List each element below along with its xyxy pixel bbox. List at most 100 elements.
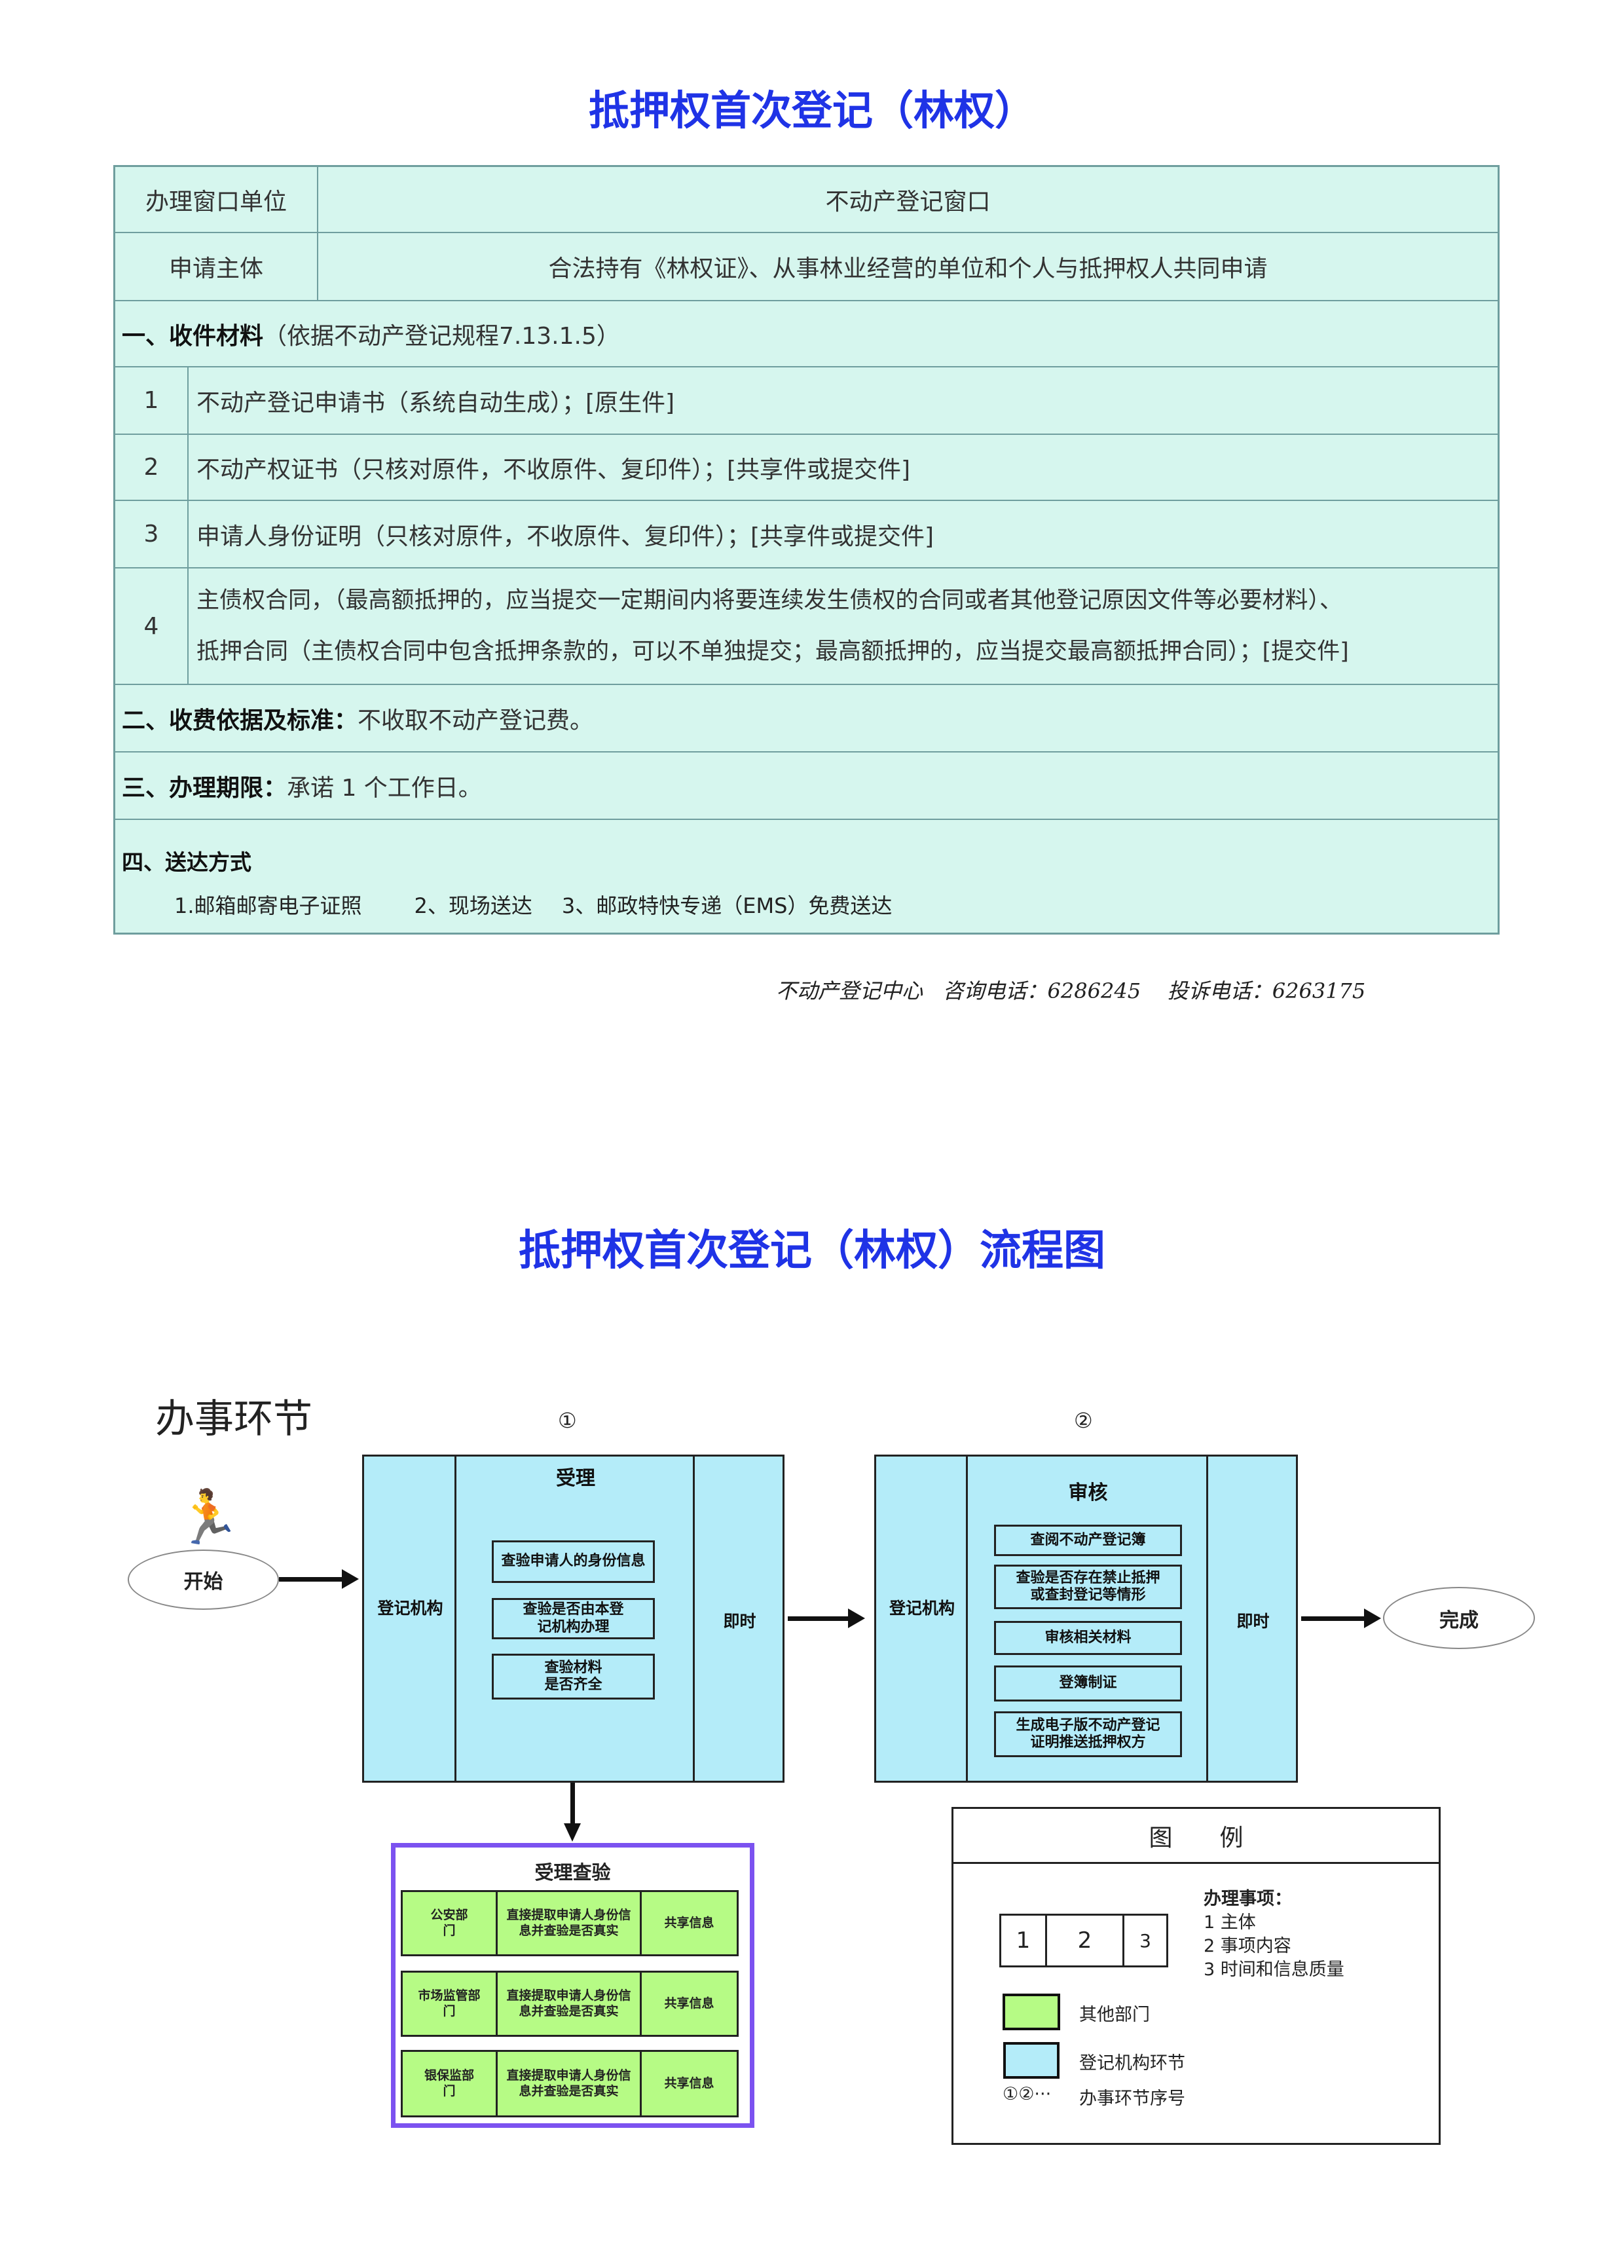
footer-contacts: 不动产登记中心 咨询电话：6286245 投诉电话：6263175: [776, 975, 1365, 1005]
delivery-option: 3、邮政特快专递（EMS）免费送达: [561, 893, 893, 918]
verify-row: 银保监部门 直接提取申请人身份信息并查验是否真实 共享信息: [401, 2050, 739, 2117]
actor-column: [364, 1457, 456, 1781]
section1-header: 一、收件材料 （依据不动产登记规程7.13.1.5）: [115, 301, 1498, 367]
footer-center: 不动产登记中心: [776, 978, 923, 1003]
material-line: 主债权合同，（最高额抵押的，应当提交一定期间内将要连续发生债权的合同或者其他登记…: [196, 587, 1343, 614]
step1-box: 登记机构 受理 即时 查验申请人的身份信息 查验是否由本登记机构办理 查验材料是…: [362, 1455, 784, 1783]
legend: 图 例 1 2 3 办理事项： 1 主体 2 事项内容 3 时间和信息质量 其他…: [951, 1807, 1441, 2145]
legend-blue-label: 登记机构环节: [1079, 2053, 1185, 2073]
verify-title: 受理查验: [534, 1861, 611, 1884]
section1-note: （依据不动产登记规程7.13.1.5）: [263, 322, 620, 350]
content-column: [456, 1457, 695, 1781]
delivery-option: 2、现场送达: [414, 893, 532, 918]
material-line: 抵押合同（主债权合同中包含抵押条款的，可以不单独提交；最高额抵押的，应当提交最高…: [196, 639, 1349, 665]
legend-item: 1 主体: [1204, 1912, 1256, 1933]
complaint-phone: 投诉电话：6263175: [1167, 978, 1366, 1003]
material-text: 申请人身份证明（只核对原件，不收原件、复印件）；[共享件或提交件]: [196, 523, 934, 550]
material-text: 主债权合同，（最高额抵押的，应当提交一定期间内将要连续发生债权的合同或者其他登记…: [189, 575, 1349, 677]
step1-item: 查验材料是否齐全: [492, 1654, 655, 1700]
window-label: 办理窗口单位: [115, 167, 318, 232]
step1-title: 受理: [556, 1467, 595, 1490]
end-node: 完成: [1383, 1587, 1535, 1649]
delivery-list: 1.邮箱邮寄电子证照 2、现场送达 3、邮政特快专递（EMS）免费送达: [174, 889, 1498, 920]
material-number: 4: [115, 568, 189, 684]
table-row: 1 不动产登记申请书（系统自动生成）；[原生件]: [115, 367, 1498, 435]
legend-items: 办理事项： 1 主体 2 事项内容 3 时间和信息质量: [1204, 1887, 1344, 1982]
step2-number: ②: [1074, 1408, 1093, 1433]
legend-cell: 1: [1001, 1916, 1047, 1965]
actor-column: [876, 1457, 968, 1781]
consult-phone: 咨询电话：6286245: [942, 978, 1141, 1003]
step2-box: 登记机构 审核 即时 查阅不动产登记簿 查验是否存在禁止抵押或查封登记等情形 审…: [874, 1455, 1298, 1783]
delivery-option: 1.邮箱邮寄电子证照: [174, 893, 362, 918]
material-text: 不动产权证书（只核对原件，不收原件、复印件）；[共享件或提交件]: [196, 456, 911, 483]
step2-item: 生成电子版不动产登记证明推送抵押权方: [994, 1711, 1182, 1757]
verify-content: 直接提取申请人身份信息并查验是否真实: [498, 1973, 642, 2035]
legend-title: 图 例: [953, 1809, 1439, 1864]
table-row: 4 主债权合同，（最高额抵押的，应当提交一定期间内将要连续发生债权的合同或者其他…: [115, 568, 1498, 685]
material-text: 不动产登记申请书（系统自动生成）；[原生件]: [196, 389, 675, 417]
legend-items-title: 办理事项：: [1204, 1889, 1292, 1909]
section-label: 办事环节: [155, 1396, 312, 1442]
verify-row: 市场监管部门 直接提取申请人身份信息并查验是否真实 共享信息: [401, 1971, 739, 2037]
verify-content: 直接提取申请人身份信息并查验是否真实: [498, 2052, 642, 2115]
sequence-symbol: ①②···: [1003, 2084, 1052, 2104]
section2-row: 二、收费依据及标准： 不收取不动产登记费。: [115, 685, 1498, 753]
table-row: 3 申请人身份证明（只核对原件，不收原件、复印件）；[共享件或提交件]: [115, 501, 1498, 568]
table-row: 申请主体 合法持有《林权证》、从事林业经营的单位和个人与抵押权人共同申请: [115, 233, 1498, 301]
section4-row: 四、送达方式 1.邮箱邮寄电子证照 2、现场送达 3、邮政特快专递（EMS）免费送达: [115, 820, 1498, 935]
legend-cell: 3: [1139, 1929, 1151, 1952]
table-row: 办理窗口单位 不动产登记窗口: [115, 167, 1498, 233]
verify-result: 共享信息: [664, 1915, 714, 1930]
step1-number: ①: [558, 1408, 577, 1433]
legend-item: 2 事项内容: [1204, 1936, 1291, 1956]
window-value: 不动产登记窗口: [825, 188, 991, 215]
verify-dept: 公安部门: [403, 1892, 498, 1954]
blue-swatch: [1003, 2042, 1060, 2079]
legend-cell: 2: [1047, 1916, 1124, 1965]
step2-item: 查阅不动产登记簿: [994, 1525, 1182, 1556]
arrow-icon: [279, 1569, 359, 1589]
step2-item: 查验是否存在禁止抵押或查封登记等情形: [994, 1565, 1182, 1609]
verify-row: 公安部门 直接提取申请人身份信息并查验是否真实 共享信息: [401, 1890, 739, 1956]
section2-value: 不收取不动产登记费。: [358, 707, 594, 734]
section3-title: 三、办理期限：: [122, 774, 287, 802]
step1-time: 即时: [723, 1612, 756, 1631]
arrow-icon: [1301, 1608, 1381, 1628]
verify-result: 共享信息: [664, 1996, 714, 2011]
verify-box: [391, 1843, 754, 2128]
step2-actor: 登记机构: [889, 1599, 955, 1618]
start-node: 开始: [128, 1550, 279, 1610]
info-table: 办理窗口单位 不动产登记窗口 申请主体 合法持有《林权证》、从事林业经营的单位和…: [113, 165, 1500, 935]
applicant-value: 合法持有《林权证》、从事林业经营的单位和个人与抵押权人共同申请: [548, 255, 1268, 282]
material-number: 2: [115, 435, 189, 500]
applicant-label: 申请主体: [115, 233, 318, 300]
step2-item: 登簿制证: [994, 1665, 1182, 1701]
section3-row: 三、办理期限： 承诺 1 个工作日。: [115, 753, 1498, 820]
legend-item: 3 时间和信息质量: [1204, 1960, 1344, 1980]
running-person-icon: 🏃: [175, 1487, 241, 1548]
verify-dept: 银保监部门: [403, 2052, 498, 2115]
arrow-icon: [788, 1608, 865, 1628]
section3-value: 承诺 1 个工作日。: [287, 774, 482, 802]
step1-item: 查验是否由本登记机构办理: [492, 1598, 655, 1639]
step1-actor: 登记机构: [377, 1599, 443, 1618]
step2-item: 审核相关材料: [994, 1621, 1182, 1655]
table-row: 2 不动产权证书（只核对原件，不收原件、复印件）；[共享件或提交件]: [115, 435, 1498, 501]
legend-cells: 1 2 3: [999, 1914, 1168, 1967]
green-swatch: [1003, 1994, 1060, 2030]
arrow-head-icon: [564, 1823, 581, 1842]
material-number: 1: [115, 367, 189, 434]
verify-result: 共享信息: [664, 2075, 714, 2091]
flow-title: 抵押权首次登记（林权）流程图: [519, 1226, 1105, 1275]
verify-dept: 市场监管部门: [403, 1973, 498, 2035]
step1-item: 查验申请人的身份信息: [492, 1540, 655, 1583]
step2-title: 审核: [1068, 1481, 1108, 1504]
section4-title: 四、送达方式: [122, 849, 251, 875]
section2-title: 二、收费依据及标准：: [122, 707, 358, 734]
legend-green-label: 其他部门: [1079, 2005, 1150, 2025]
legend-seq-label: 办事环节序号: [1079, 2089, 1185, 2109]
step2-time: 即时: [1236, 1612, 1270, 1631]
material-number: 3: [115, 501, 189, 567]
verify-content: 直接提取申请人身份信息并查验是否真实: [498, 1892, 642, 1954]
